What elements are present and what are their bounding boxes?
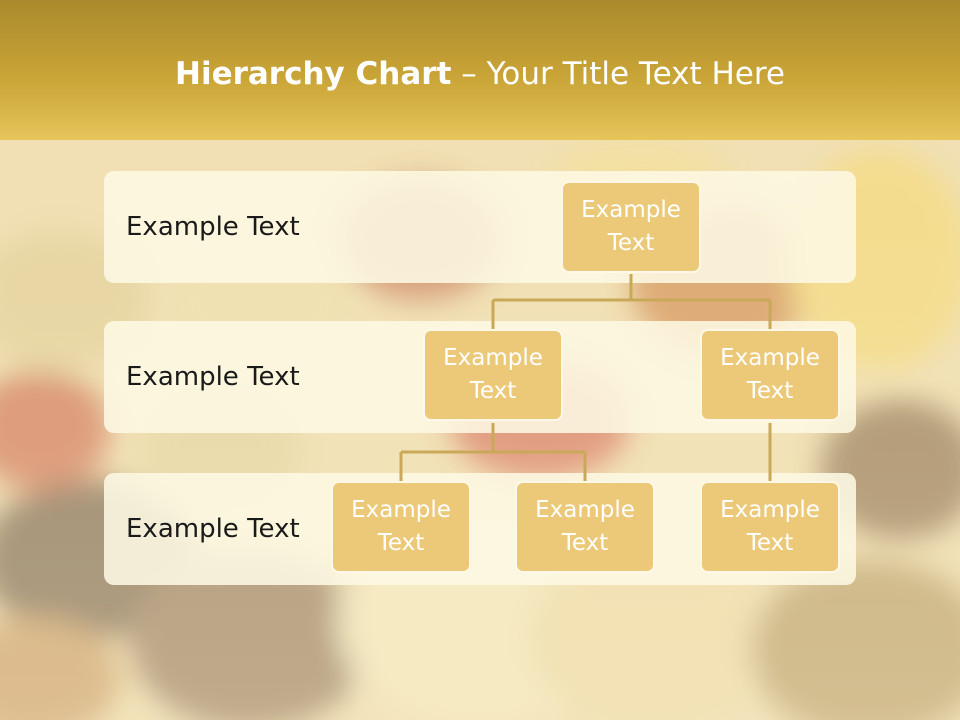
row-label-1: Example Text (126, 212, 300, 242)
node-level2-right[interactable]: Example Text (700, 329, 840, 421)
node-root[interactable]: Example Text (561, 181, 701, 273)
row-label-2: Example Text (126, 362, 300, 392)
node-level3-3[interactable]: Example Text (700, 481, 840, 573)
row-band-1 (104, 171, 856, 283)
title-bar (0, 0, 960, 140)
node-level2-left[interactable]: Example Text (423, 329, 563, 421)
row-label-3: Example Text (126, 514, 300, 544)
title-separator: – (451, 56, 487, 92)
title-bold: Hierarchy Chart (175, 56, 452, 92)
node-level3-1[interactable]: Example Text (331, 481, 471, 573)
node-level3-2[interactable]: Example Text (515, 481, 655, 573)
slide-title: Hierarchy Chart – Your Title Text Here (0, 52, 960, 96)
title-rest: Your Title Text Here (486, 56, 785, 92)
